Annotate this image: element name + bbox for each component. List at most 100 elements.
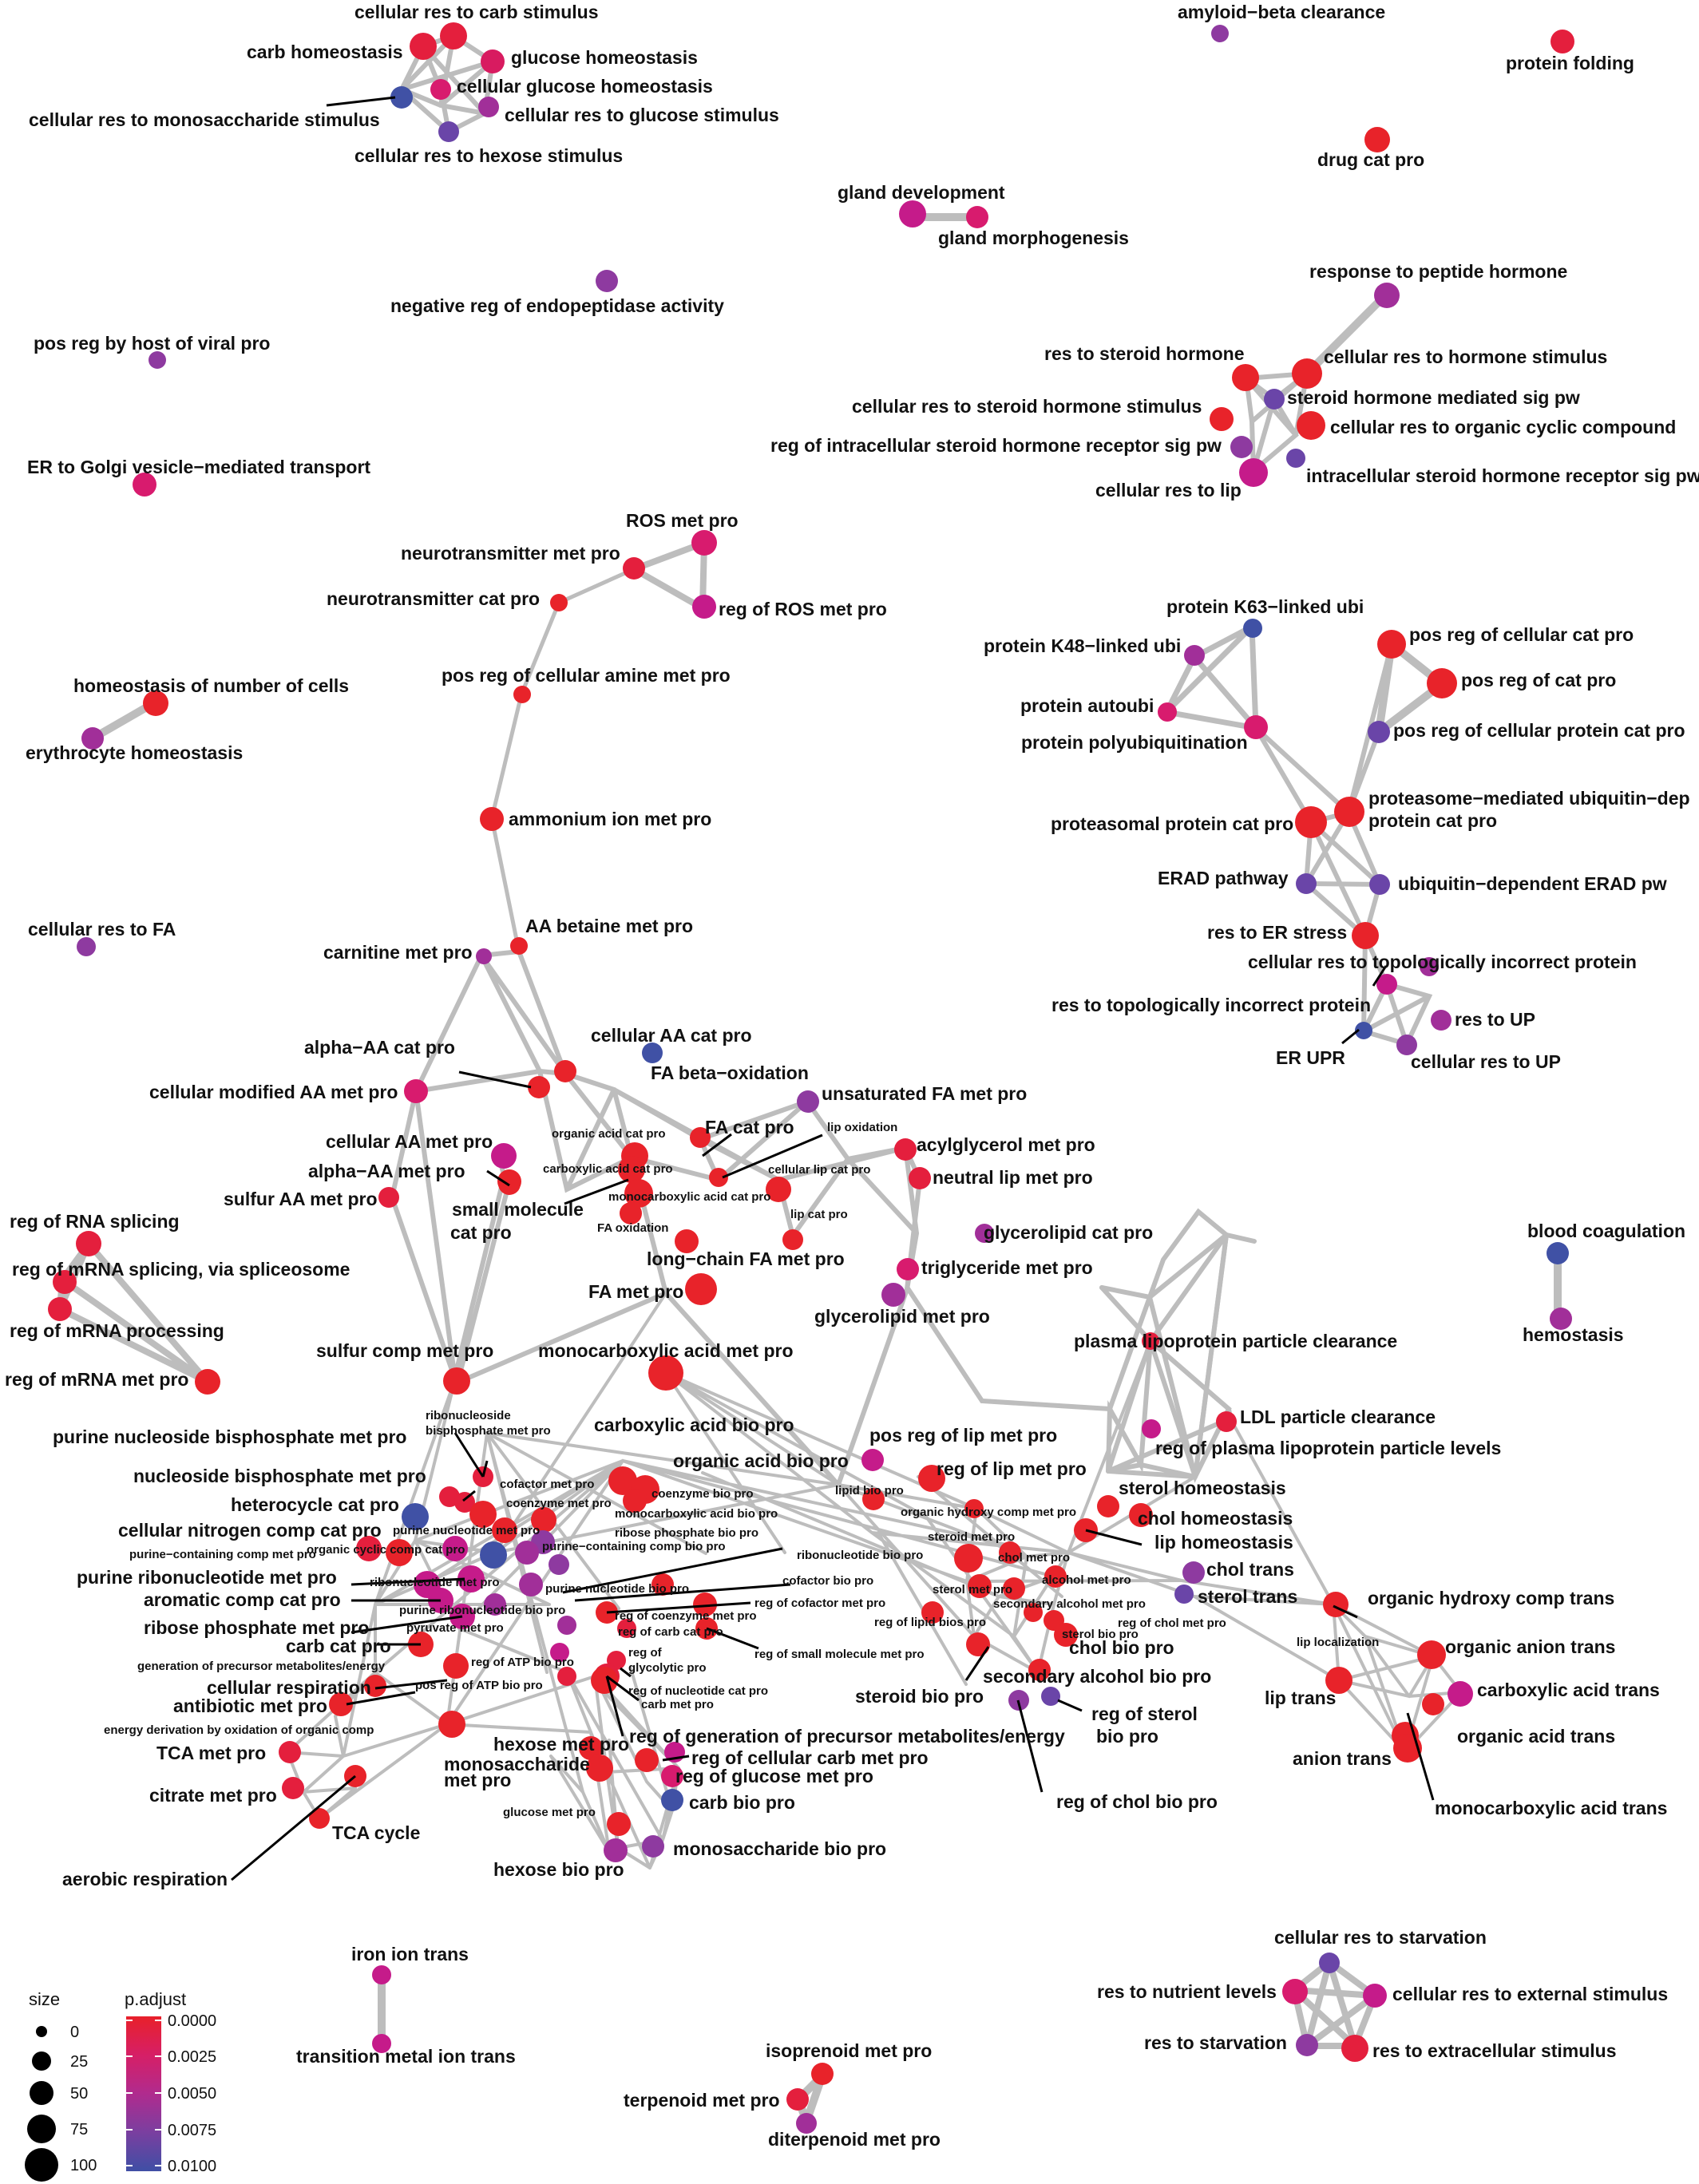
node-cellular-res-lip[interactable]	[1239, 458, 1268, 487]
node-res-steroid-hormone[interactable]	[1232, 364, 1259, 391]
node-ldl-clearance[interactable]	[1216, 1411, 1237, 1432]
node-lip-cat[interactable]	[782, 1229, 803, 1250]
node-cofactor-met[interactable]	[469, 1501, 497, 1528]
node-protein-polyubiquitination[interactable]	[1244, 715, 1268, 739]
node-reg-lip-met[interactable]	[918, 1465, 945, 1492]
node-lip-trans[interactable]	[1325, 1667, 1352, 1694]
node-pyruvate-met[interactable]	[557, 1616, 576, 1635]
node-pos-reg-cat[interactable]	[1427, 668, 1457, 698]
node-terpenoid-met[interactable]	[786, 2088, 809, 2111]
node-lipid-bio[interactable]	[862, 1488, 885, 1510]
node-amyloid-beta[interactable]	[1211, 25, 1229, 42]
node-aa-betaine[interactable]	[510, 937, 528, 955]
node-cellular-glucose-homeostasis[interactable]	[430, 79, 451, 100]
node-pos-reg-cellular-cat[interactable]	[1377, 630, 1406, 659]
node-reg-carb-cat[interactable]	[617, 1619, 636, 1638]
node-long-chain-fa[interactable]	[675, 1229, 699, 1253]
node-gland-development[interactable]	[899, 200, 926, 228]
node-cellular-aa-met[interactable]	[491, 1143, 517, 1169]
node-alcohol-met[interactable]	[1044, 1565, 1067, 1588]
node-purine-containing-met[interactable]	[442, 1536, 468, 1561]
node-chol-homeostasis[interactable]	[1129, 1503, 1153, 1527]
node-carboxylic-acid-trans[interactable]	[1448, 1681, 1473, 1707]
node-sterol-met[interactable]	[968, 1574, 992, 1598]
node-steroid-hormone-sig[interactable]	[1264, 389, 1285, 410]
node-cellular-respiration[interactable]	[364, 1675, 386, 1697]
node-cellular-res-starvation[interactable]	[1319, 1953, 1340, 1973]
node-cellular-res-hormone[interactable]	[1292, 358, 1322, 389]
node-proteasomal-protein-cat[interactable]	[1295, 806, 1327, 838]
node-reg-rna-splicing[interactable]	[76, 1231, 101, 1256]
node-proteasome-mediated[interactable]	[1334, 797, 1364, 827]
node-cellular-modified-aa[interactable]	[404, 1079, 428, 1103]
node-coenzyme-met[interactable]	[492, 1517, 517, 1543]
node-erad-pathway[interactable]	[1296, 873, 1317, 894]
node-reg-cellular-carb[interactable]	[635, 1748, 659, 1772]
node-energy-derivation[interactable]	[438, 1711, 465, 1738]
node-reg-sterol-bio[interactable]	[1041, 1687, 1060, 1706]
node-res-to-up[interactable]	[1431, 1010, 1451, 1031]
node-carb-bio[interactable]	[661, 1789, 683, 1811]
node-carboxylic-acid-cat[interactable]	[618, 1156, 645, 1183]
node-diterpenoid-met[interactable]	[796, 2113, 817, 2134]
node-cellular-aa-cat[interactable]	[554, 1060, 576, 1082]
node-glycerolipid-met[interactable]	[881, 1283, 905, 1307]
node-neurotransmitter-met-pro[interactable]	[623, 557, 645, 580]
node-tca-cycle[interactable]	[309, 1808, 330, 1829]
node-blood-coagulation[interactable]	[1547, 1242, 1569, 1264]
node-fa-met[interactable]	[685, 1273, 717, 1305]
node-nucleoside-bisphosphate[interactable]	[454, 1492, 475, 1513]
node-carb-homeostasis[interactable]	[410, 33, 437, 60]
node-intracellular-steroid-sig[interactable]	[1286, 449, 1305, 468]
node-secondary-alcohol-bio[interactable]	[1028, 1659, 1051, 1681]
node-glucose-met[interactable]	[607, 1812, 631, 1836]
node-pos-reg-atp-bio[interactable]	[557, 1667, 576, 1686]
node-coenzyme-bio[interactable]	[531, 1507, 556, 1533]
node-reg-atp-bio[interactable]	[550, 1643, 569, 1662]
node-monocarboxylic-acid-met[interactable]	[648, 1355, 683, 1391]
node-secondary-alcohol-met[interactable]	[1003, 1577, 1025, 1600]
node-res-er-stress[interactable]	[1352, 922, 1379, 949]
node-plasma-lipoprotein[interactable]	[1142, 1332, 1159, 1350]
node-purine-ribonucleotide-bio[interactable]	[484, 1593, 506, 1616]
node-triglyceride-met[interactable]	[897, 1258, 919, 1280]
node-organic-hydroxy-met[interactable]	[964, 1499, 984, 1518]
node-generation-precursor[interactable]	[443, 1653, 469, 1679]
node-monocarboxylic-acid-bio[interactable]	[623, 1489, 647, 1513]
node-unsaturated-fa[interactable]	[797, 1090, 819, 1113]
node-reg-mrna-met[interactable]	[195, 1369, 220, 1395]
node-heterocycle-cat[interactable]	[402, 1503, 429, 1530]
node-steroid-met[interactable]	[954, 1544, 983, 1573]
node-isoprenoid-met[interactable]	[811, 2063, 834, 2085]
node-reg-glucose-met[interactable]	[661, 1765, 683, 1787]
node-purine-ribonucleotide-met[interactable]	[457, 1565, 485, 1592]
node-chol-met[interactable]	[999, 1541, 1021, 1564]
node-cellular-res-organic-cyclic[interactable]	[1297, 411, 1325, 440]
node-organic-anion-trans[interactable]	[1417, 1640, 1446, 1669]
node-glucose-homeostasis[interactable]	[481, 49, 505, 73]
node-sulfur-comp-met[interactable]	[443, 1367, 470, 1395]
node-cofactor-bio[interactable]	[651, 1573, 674, 1596]
node-monosaccharide-met[interactable]	[586, 1755, 613, 1782]
node-tca-met[interactable]	[279, 1741, 301, 1763]
node-reg-cofactor-met[interactable]	[693, 1592, 717, 1616]
node-protein-autoubi[interactable]	[1158, 702, 1177, 722]
node-ubiquitin-erad[interactable]	[1369, 874, 1390, 895]
node-sulfur-aa-met[interactable]	[378, 1187, 399, 1208]
node-pos-reg-cellular-amine[interactable]	[513, 686, 531, 703]
node-neurotransmitter-cat-pro[interactable]	[550, 594, 568, 611]
node-ros-met-pro[interactable]	[691, 530, 717, 556]
node-reg-mrna-processing[interactable]	[48, 1297, 72, 1321]
node-protein-folding[interactable]	[1550, 30, 1574, 53]
node-monocarboxylic-acid-cat[interactable]	[624, 1179, 653, 1208]
node-transition-metal-trans[interactable]	[372, 2034, 391, 2053]
node-hexose-bio[interactable]	[604, 1838, 628, 1862]
node-chol-bio[interactable]	[1054, 1623, 1078, 1647]
node-glycerolipid-cat[interactable]	[975, 1224, 994, 1243]
node-cellular-lip-cat[interactable]	[766, 1177, 791, 1202]
node-fa-oxidation[interactable]	[620, 1202, 642, 1225]
node-lip-localization[interactable]	[1323, 1592, 1349, 1617]
node-iron-ion-trans[interactable]	[372, 1965, 391, 1984]
node-purine-nucleotide-met[interactable]	[480, 1541, 507, 1569]
node-res-extracellular[interactable]	[1341, 2035, 1368, 2062]
